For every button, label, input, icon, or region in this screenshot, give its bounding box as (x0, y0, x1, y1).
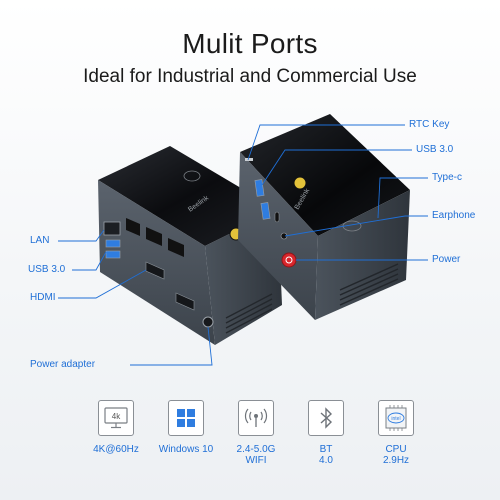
power-symbol-icon (285, 256, 293, 264)
feature-wifi-line1: 2.4-5.0G (236, 444, 276, 455)
feature-strip: 4k 4K@60Hz Windows 10 (86, 400, 426, 480)
vent-slot (168, 238, 184, 257)
feature-wifi-line2: WIFI (245, 455, 267, 466)
right-device-vents (339, 263, 399, 306)
right-mini-pc: Beelink (238, 114, 410, 320)
callout-line-rtc-key (247, 124, 405, 161)
right-device-top (240, 114, 410, 236)
feature-bluetooth: BT 4.0 (296, 400, 356, 480)
callout-usb30-left: USB 3.0 (28, 264, 66, 275)
feature-wifi-label: 2.4-5.0G WIFI (237, 444, 276, 466)
left-device-vents (225, 293, 273, 334)
vent-slot (146, 227, 162, 246)
page-subtitle: Ideal for Industrial and Commercial Use (83, 66, 417, 87)
page-title: Mulit Ports (182, 28, 318, 59)
left-mini-pc: Beelink (98, 146, 282, 345)
callout-lines (58, 124, 428, 366)
windows-logo-icon (168, 400, 204, 436)
feature-bluetooth-line2: 4.0 (319, 455, 333, 466)
dc-power-jack (202, 316, 214, 328)
right-device-side-panel (315, 190, 410, 320)
usb-port-1 (105, 239, 121, 248)
feature-windows: Windows 10 (156, 400, 216, 480)
feature-cpu-label: CPU 2.9Hz (383, 444, 409, 466)
feature-cpu-line2: 2.9Hz (382, 455, 410, 466)
feature-cpu: intel CPU 2.9Hz (366, 400, 426, 480)
callout-line-typec (377, 177, 428, 219)
callout-line-hdmi (58, 269, 147, 299)
callout-line-earphone (284, 215, 428, 237)
left-device-top (98, 146, 278, 246)
rtc-key-hole (245, 158, 253, 161)
intel-icon-text: intel (391, 416, 400, 422)
feature-4k-label: 4K@60Hz (93, 444, 139, 455)
left-device-logo (183, 170, 201, 182)
callout-line-usb30-right (261, 149, 412, 186)
4k-monitor-icon: 4k (98, 400, 134, 436)
4k-icon-text: 4k (112, 412, 121, 421)
typec-port (274, 211, 280, 223)
usb-port-2 (105, 250, 121, 259)
hdmi-port-2 (175, 292, 195, 311)
callout-hdmi: HDMI (30, 292, 56, 303)
callout-line-lan (58, 229, 105, 242)
callout-earphone: Earphone (432, 210, 476, 221)
feature-windows-line1: Windows 10 (158, 444, 214, 455)
feature-wifi: 2.4-5.0G WIFI (226, 400, 286, 480)
vent-slot (126, 218, 140, 236)
feature-cpu-line1: CPU (385, 444, 407, 455)
right-device-badge (293, 176, 307, 190)
callout-usb30-right: USB 3.0 (416, 144, 454, 155)
hdmi-port-1 (145, 261, 165, 280)
callout-rtc-key: RTC Key (409, 119, 450, 130)
wifi-antenna-icon (238, 400, 274, 436)
callout-lan: LAN (30, 235, 50, 246)
feature-windows-label: Windows 10 (159, 444, 213, 455)
callout-line-power-adapter (130, 326, 213, 366)
feature-bluetooth-line1: BT (319, 444, 333, 455)
callout-power-adapter: Power adapter (30, 359, 96, 370)
lan-port (103, 221, 121, 236)
callout-power: Power (432, 254, 461, 265)
power-button (281, 252, 297, 268)
feature-4k: 4k 4K@60Hz (86, 400, 146, 480)
right-usb-port-1 (254, 179, 265, 197)
callout-line-usb30-left (72, 251, 107, 271)
feature-4k-line1: 4K@60Hz (93, 444, 139, 455)
callout-typec: Type-c (432, 172, 463, 183)
bluetooth-icon (308, 400, 344, 436)
intel-cpu-icon: intel (378, 400, 414, 436)
feature-bluetooth-label: BT 4.0 (319, 444, 333, 466)
right-usb-port-2 (260, 202, 271, 220)
